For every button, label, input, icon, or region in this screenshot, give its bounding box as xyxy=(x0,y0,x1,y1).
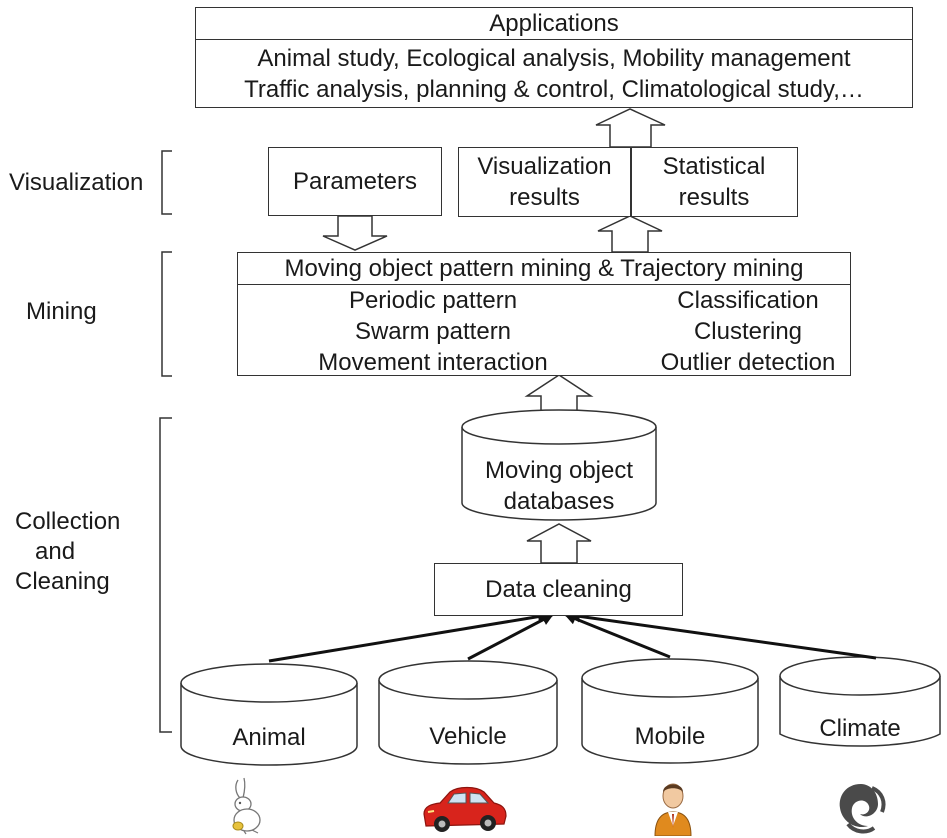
source-label-climate: Climate xyxy=(819,715,901,742)
car-icon xyxy=(423,786,507,832)
climate-cylinder xyxy=(779,656,941,747)
database-label-line: databases xyxy=(503,488,615,515)
storm-icon xyxy=(839,784,886,834)
vehicle-cylinder xyxy=(378,660,558,765)
visualization-results-line: Visualization xyxy=(477,153,612,180)
mining-item: Classification xyxy=(677,287,819,314)
mining-title: Moving object pattern mining & Trajector… xyxy=(238,253,850,285)
applications-box: Applications Animal study, Ecological an… xyxy=(195,7,913,108)
source-label-vehicle: Vehicle xyxy=(429,723,507,750)
source-label-animal: Animal xyxy=(232,724,306,751)
cleaning-to-database-arrow xyxy=(526,523,592,564)
collection-label-line: Collection xyxy=(15,508,121,535)
animal-cylinder xyxy=(180,663,358,766)
mining-item: Movement interaction xyxy=(318,349,548,376)
mining-item: Periodic pattern xyxy=(348,287,518,314)
applications-title: Applications xyxy=(196,8,912,40)
mobile-to-cleaning-arrow xyxy=(564,613,671,659)
collection-label-line: and xyxy=(35,538,76,565)
statistical-results-label: Statistical results xyxy=(631,151,797,213)
rabbit-icon xyxy=(232,777,261,835)
mining-box: Moving object pattern mining & Trajector… xyxy=(237,252,851,376)
mining-item: Outlier detection xyxy=(660,349,836,376)
mining-item: Swarm pattern xyxy=(354,318,512,345)
animal-to-cleaning-arrow xyxy=(268,610,550,663)
mobile-cylinder xyxy=(581,658,759,764)
parameters-box: Parameters xyxy=(268,147,442,216)
person-icon xyxy=(654,783,692,836)
collection-stage-label: Collection and Cleaning xyxy=(15,507,120,597)
applications-line-2: Traffic analysis, planning & control, Cl… xyxy=(244,76,864,103)
source-label-mobile: Mobile xyxy=(634,723,706,750)
data-cleaning-box: Data cleaning xyxy=(434,563,683,616)
mining-right-column: Classification Clustering Outlier detect… xyxy=(643,285,853,378)
visualization-stage-label: Visualization xyxy=(9,169,144,196)
mining-bracket xyxy=(161,251,172,377)
results-divider xyxy=(630,148,632,216)
moving-object-database-cylinder xyxy=(461,409,657,521)
visualization-results-line: results xyxy=(509,184,580,211)
collection-label-line: Cleaning xyxy=(15,568,110,595)
parameters-to-mining-arrow xyxy=(322,215,388,251)
visualization-results-label: Visualization results xyxy=(459,151,630,213)
mining-to-results-arrow xyxy=(597,215,663,253)
parameters-label: Parameters xyxy=(292,168,418,195)
results-to-applications-arrow xyxy=(595,108,666,148)
data-cleaning-label: Data cleaning xyxy=(485,576,632,603)
mining-left-column: Periodic pattern Swarm pattern Movement … xyxy=(293,285,573,378)
vehicle-to-cleaning-arrow xyxy=(467,613,554,661)
mining-item: Clustering xyxy=(693,318,803,345)
results-box: Visualization results Statistical result… xyxy=(458,147,798,217)
database-label: Moving object databases xyxy=(462,455,656,517)
visualization-bracket xyxy=(161,150,172,215)
statistical-results-line: Statistical xyxy=(662,153,766,180)
applications-line-1: Animal study, Ecological analysis, Mobil… xyxy=(257,45,851,72)
collection-bracket xyxy=(159,417,172,733)
mining-stage-label: Mining xyxy=(26,298,97,325)
climate-to-cleaning-arrow xyxy=(568,610,877,660)
statistical-results-line: results xyxy=(678,184,750,211)
database-label-line: Moving object xyxy=(484,457,634,484)
